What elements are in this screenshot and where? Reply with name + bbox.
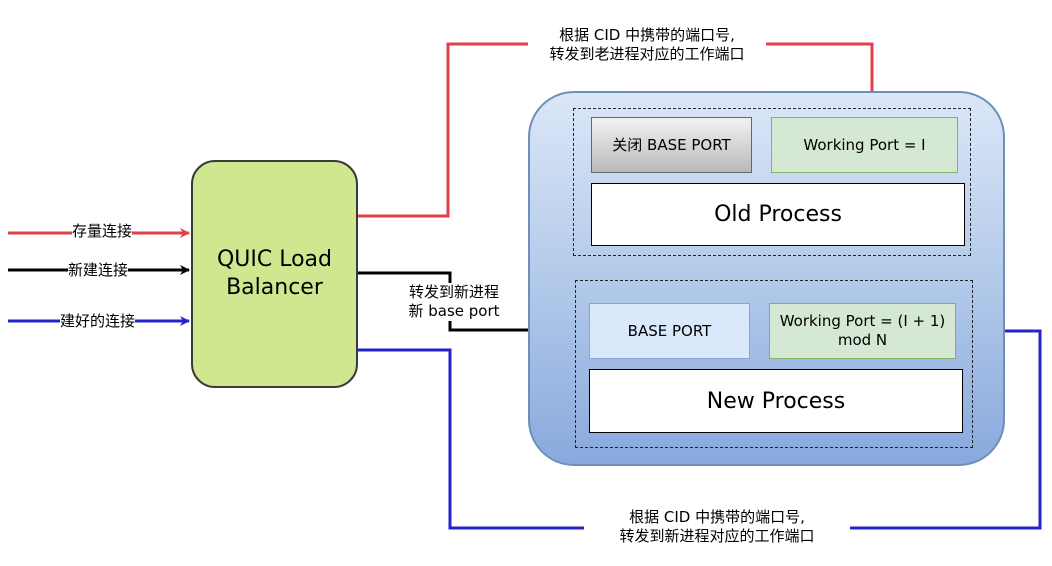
route-label-new-line2: 转发到新进程对应的工作端口 <box>619 527 815 545</box>
route-label-new-base-line2: 新 base port <box>408 302 500 320</box>
new-process: New Process <box>589 369 963 433</box>
input-label-new: 新建连接 <box>68 261 129 280</box>
input-label-established: 建好的连接 <box>60 312 136 331</box>
new-base-port: BASE PORT <box>589 303 750 359</box>
lb-title-line2: Balancer <box>226 275 323 300</box>
new-working-port: Working Port = (I + 1) mod N <box>769 303 956 359</box>
route-label-old-line2: 转发到老进程对应的工作端口 <box>549 45 745 63</box>
old-process-group <box>573 108 971 256</box>
new-working-port-line1: Working Port = (I + 1) <box>779 312 946 330</box>
route-label-new: 根据 CID 中携带的端口号, 转发到新进程对应的工作端口 <box>584 508 850 546</box>
new-working-port-line2: mod N <box>837 331 888 349</box>
quic-load-balancer: QUIC Load Balancer <box>191 160 358 388</box>
route-label-new-base-line1: 转发到新进程 <box>408 283 499 301</box>
route-label-new-line1: 根据 CID 中携带的端口号, <box>629 508 805 526</box>
lb-title-line1: QUIC Load <box>216 247 333 272</box>
route-label-new-base: 转发到新进程 新 base port <box>398 283 510 321</box>
old-working-port: Working Port = I <box>771 117 958 173</box>
input-label-existing: 存量连接 <box>72 222 133 241</box>
route-label-old: 根据 CID 中携带的端口号, 转发到老进程对应的工作端口 <box>528 26 766 64</box>
closed-base-port: 关闭 BASE PORT <box>591 117 752 173</box>
old-process: Old Process <box>591 183 965 246</box>
route-label-old-line1: 根据 CID 中携带的端口号, <box>559 26 735 44</box>
new-process-group <box>575 280 973 448</box>
route-old-working-port <box>358 42 877 218</box>
